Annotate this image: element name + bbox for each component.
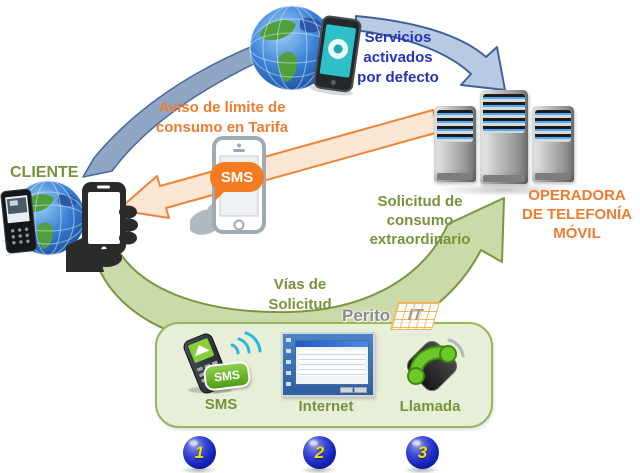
internet-channel-label: Internet [298,398,354,415]
feature-phone-icon [0,188,37,254]
signal-waves-icon [230,331,262,355]
tariff-notice-label: Aviso de límite de consumo en Tarifa [155,99,289,136]
internet-channel-icon [281,332,375,397]
step-badge-2: 2 [300,436,337,473]
server-stack-icon [430,90,578,196]
hand-smartphone-icon [66,182,138,272]
server-tower-center [480,90,528,184]
desktop-icons-strip [286,338,291,391]
default-services-label: Servicios activados por defecto [357,29,439,86]
brand-suffix: IT [390,302,441,330]
smartphone-on-globe-icon [309,15,362,96]
request-channels-label: Vías de Solicitud [268,276,332,313]
call-channel-icon [406,338,465,392]
call-channel-label: Llamada [399,398,461,415]
extra-consumption-label: Solicitud de consumo extraordinario [369,193,471,248]
sms-channel-label: SMS [204,396,238,413]
server-tower-left [434,106,476,182]
brand-name: Perito [342,306,391,325]
operator-label: OPERADORA DE TELEFONÍA MÓVIL [521,187,632,242]
brand-logo: Perito IT [342,302,441,330]
server-tower-right [532,106,574,182]
browser-window-icon [295,340,369,385]
step-badge-3: 3 [403,436,440,473]
step-badge-1: 1 [180,436,217,473]
globe-phone-icon [249,5,362,96]
client-globe-phone-icon [0,180,86,257]
client-label: CLIENTE [10,164,79,181]
orange-notice-arrow [117,109,440,219]
sms-speech-bubble: SMS [210,162,264,201]
blue-arrow-to-operator [354,15,506,91]
